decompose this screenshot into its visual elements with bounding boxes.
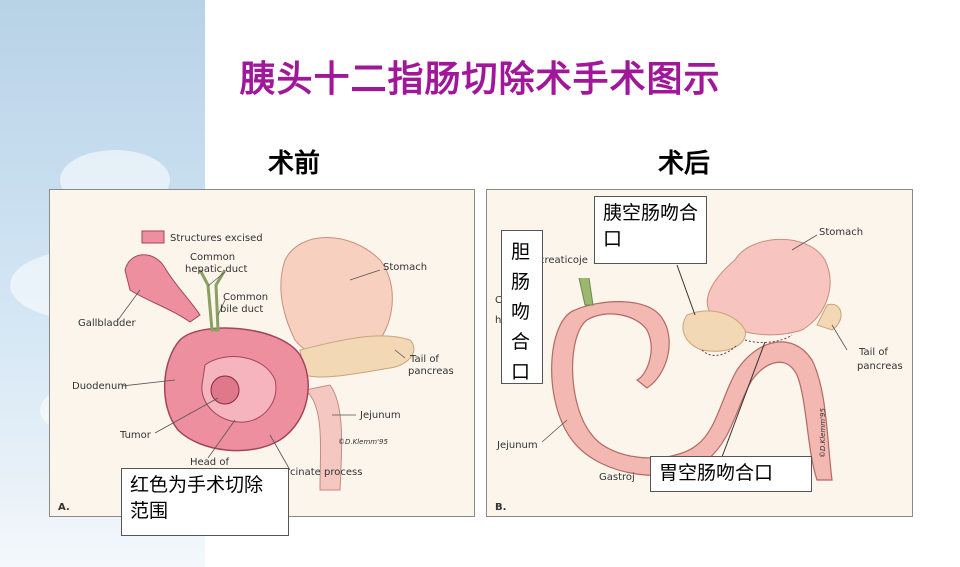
label-head-of: Head of <box>190 457 229 468</box>
after-anatomy-drawing: creaticoje C h Stomach Tail of pancreas … <box>495 227 903 513</box>
label-tail-of: Tail of <box>409 354 439 365</box>
label-fragment-c: C <box>495 295 502 306</box>
label-pancreas: pancreas <box>857 361 903 372</box>
tumor-mark <box>210 375 240 405</box>
figure-letter-b: B. <box>495 502 506 513</box>
signature: ©D.Klemm'95 <box>338 438 388 446</box>
before-illustration: Structures excised Common hepatic duct C… <box>49 189 475 517</box>
callout-pancreaticojejunostomy: 胰空肠吻合口 <box>594 196 707 264</box>
signature: ©D.Klemm'95 <box>819 408 827 458</box>
label-tail-of: Tail of <box>858 347 888 358</box>
label-common-bile-duct: Common <box>223 292 268 303</box>
label-stomach: Stomach <box>819 227 863 238</box>
label-jejunum: Jejunum <box>359 410 401 421</box>
after-heading: 术后 <box>658 149 711 179</box>
label-common-hepatic-duct: Common <box>190 252 235 263</box>
label-common-bile-duct-2: bile duct <box>220 304 263 315</box>
label-creaticoje: creaticoje <box>539 255 588 266</box>
label-fragment-h: h <box>495 315 501 326</box>
figure-letter-a: A. <box>58 502 70 513</box>
legend-swatch <box>141 230 165 244</box>
label-tumor: Tumor <box>119 430 152 441</box>
label-gastroj: Gastroj <box>599 472 635 483</box>
label-pancreas: pancreas <box>408 366 454 377</box>
label-jejunum: Jejunum <box>496 440 538 451</box>
label-gallbladder: Gallbladder <box>78 318 137 329</box>
page-title: 胰头十二指肠切除术手术图示 <box>239 59 721 100</box>
callout-hepaticojejunostomy: 胆肠吻合口 <box>501 230 543 384</box>
label-common-hepatic-duct-2: hepatic duct <box>185 264 248 275</box>
legend-label: Structures excised <box>170 233 263 244</box>
callout-excised-area: 红色为手术切除范围 <box>121 468 289 536</box>
label-stomach: Stomach <box>383 262 427 273</box>
callout-gastrojejunostomy: 胃空肠吻合口 <box>650 456 812 492</box>
before-anatomy-drawing: Structures excised Common hepatic duct C… <box>58 230 454 513</box>
label-uncinate: cinate process <box>290 467 362 478</box>
before-heading: 术前 <box>268 149 321 179</box>
label-duodenum: Duodenum <box>72 381 127 392</box>
